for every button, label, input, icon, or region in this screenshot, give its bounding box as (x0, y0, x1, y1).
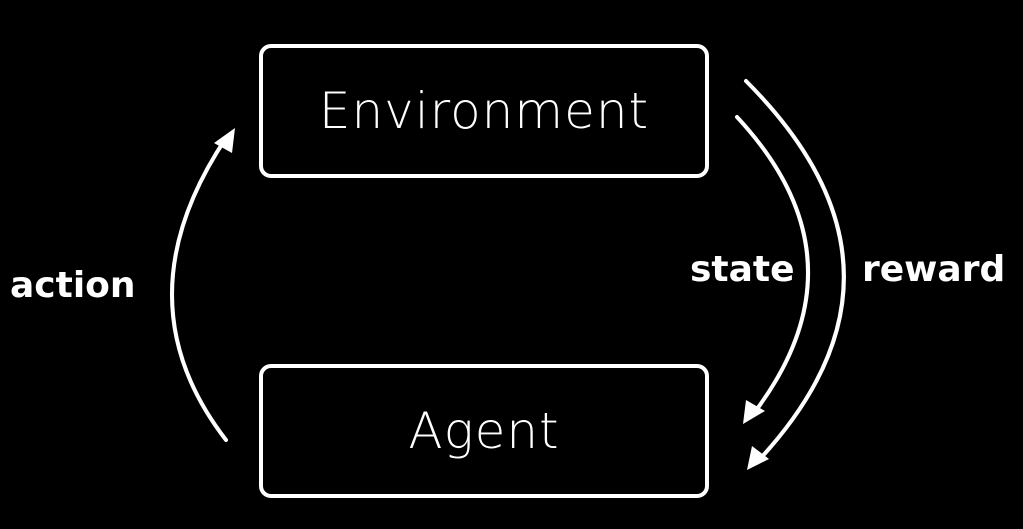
agent-label: Agent (408, 402, 560, 460)
state-arrow (735, 115, 811, 415)
action-label: action (10, 265, 136, 306)
reward-arrow (744, 79, 846, 462)
state-arrowhead (743, 400, 765, 424)
agent-node: Agent (259, 364, 709, 498)
environment-node: Environment (259, 44, 709, 178)
reward-label: reward (862, 249, 1006, 290)
action-arrow (170, 136, 228, 442)
action-arrowhead (214, 128, 235, 153)
environment-label: Environment (318, 82, 650, 140)
state-label: state (690, 249, 795, 290)
reward-arrowhead (747, 446, 769, 470)
